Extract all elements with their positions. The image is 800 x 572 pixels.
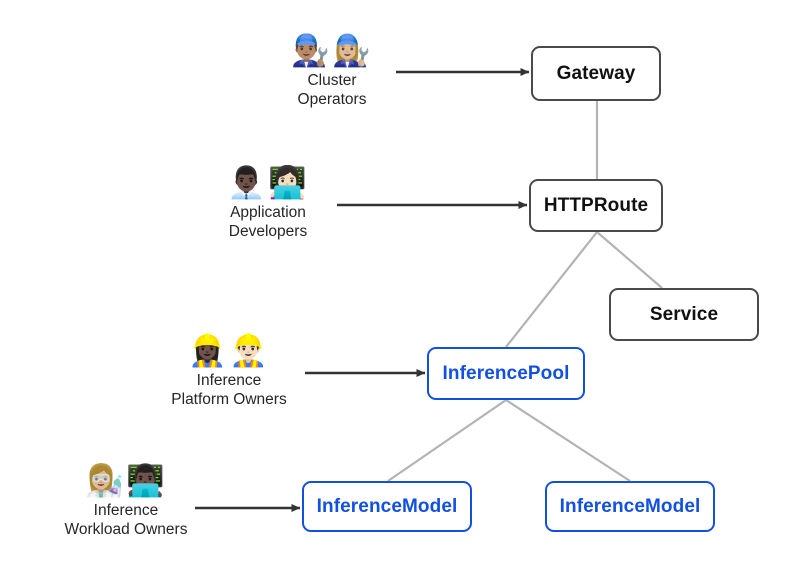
- edge-httproute-service: [596, 231, 663, 289]
- actor-application-developers: 👨🏿‍💼👩🏻‍💻Application Developers: [168, 165, 368, 241]
- actor-label-inference-workload-owners: Inference Workload Owners: [64, 502, 188, 538]
- node-inferencepool[interactable]: InferencePool: [427, 347, 585, 400]
- actor-label-application-developers: Application Developers: [228, 204, 308, 240]
- node-service[interactable]: Service: [609, 288, 759, 341]
- node-gateway[interactable]: Gateway: [531, 46, 661, 101]
- actor-cluster-operators: 👨🏽‍🔧👩🏼‍🔧Cluster Operators: [232, 33, 432, 109]
- node-inferencemodel2[interactable]: InferenceModel: [545, 481, 715, 532]
- node-label-gateway: Gateway: [556, 62, 636, 84]
- man-mechanic-icon-and-woman-mechanic-icon: 👨🏽‍🔧👩🏼‍🔧: [291, 33, 373, 69]
- node-label-inferencepool: InferencePool: [442, 362, 570, 384]
- node-label-httproute: HTTPRoute: [543, 194, 649, 216]
- woman-construction-worker-icon-and-man-construction-worker-icon: 👷🏿‍♀️👷🏻‍♂️: [188, 333, 270, 369]
- actor-arrows: [195, 68, 530, 512]
- node-label-inferencemodel1: InferenceModel: [316, 495, 458, 517]
- actor-inference-platform-owners: 👷🏿‍♀️👷🏻‍♂️Inference Platform Owners: [129, 333, 329, 409]
- node-label-service: Service: [649, 303, 719, 325]
- node-httproute[interactable]: HTTPRoute: [529, 179, 663, 232]
- edge-httproute-inferencepool: [505, 231, 598, 348]
- node-inferencemodel1[interactable]: InferenceModel: [302, 481, 472, 532]
- actor-label-cluster-operators: Cluster Operators: [297, 72, 367, 108]
- man-office-worker-icon-and-woman-technologist-icon: 👨🏿‍💼👩🏻‍💻: [227, 165, 309, 201]
- woman-scientist-icon-and-man-technologist-icon: 👩🏼‍🔬👨🏿‍💻: [85, 463, 167, 499]
- edge-inferencepool-inferencemodel1: [387, 399, 507, 482]
- actor-label-inference-platform-owners: Inference Platform Owners: [171, 372, 287, 408]
- actor-inference-workload-owners: 👩🏼‍🔬👨🏿‍💻Inference Workload Owners: [26, 463, 226, 539]
- node-label-inferencemodel2: InferenceModel: [559, 495, 701, 517]
- edge-inferencepool-inferencemodel2: [505, 399, 631, 482]
